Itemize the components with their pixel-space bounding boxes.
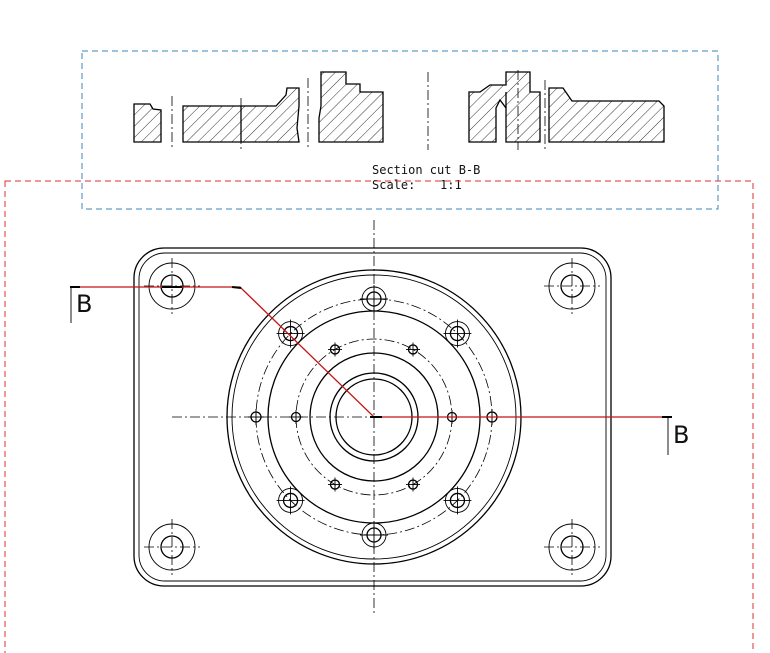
- outer-bolt-hole-counterbored[interactable]: [276, 319, 305, 348]
- outer-bolt-hole[interactable]: [248, 409, 264, 425]
- outer-bolt-hole-counterbored[interactable]: [360, 285, 388, 313]
- section-hatch-right-flange: [548, 87, 665, 143]
- cut-segment-bend-1: [231, 286, 242, 289]
- cutting-plane-b-b[interactable]: B B: [70, 286, 689, 455]
- section-hatch-left-hub: [318, 71, 384, 143]
- outer-bolt-hole-counterbored[interactable]: [443, 319, 472, 348]
- main-view[interactable]: B B: [4, 180, 754, 653]
- cutting-plane-path[interactable]: [70, 286, 668, 418]
- corner-hole-bottom-left[interactable]: [144, 519, 200, 575]
- inner-bolt-hole[interactable]: [328, 477, 342, 492]
- inner-bolt-hole[interactable]: [328, 342, 342, 357]
- outer-bolt-hole-counterbored[interactable]: [276, 486, 305, 515]
- inner-bolt-holes[interactable]: [289, 342, 459, 492]
- section-hatch-left-stub: [133, 103, 162, 143]
- section-title: Section cut B-B: [372, 163, 480, 177]
- section-scale-label: Scale:: [372, 178, 415, 192]
- section-view[interactable]: Section cut B-B Scale: 1:1: [81, 50, 719, 210]
- corner-hole-bottom-right[interactable]: [544, 519, 600, 575]
- outer-bolt-hole-counterbored[interactable]: [360, 521, 388, 549]
- inner-bolt-hole[interactable]: [406, 342, 420, 357]
- section-scale-value: 1:1: [440, 178, 462, 192]
- corner-hole-top-right[interactable]: [544, 258, 600, 314]
- section-hatch-right-hub: [468, 71, 541, 143]
- section-view-frame[interactable]: [81, 50, 719, 210]
- cutting-plane-label-right: B: [673, 421, 689, 449]
- cutting-plane-label-left: B: [76, 290, 92, 318]
- inner-bolt-hole[interactable]: [289, 410, 303, 424]
- outer-bolt-hole-counterbored[interactable]: [443, 486, 472, 515]
- inner-bolt-hole[interactable]: [406, 477, 420, 492]
- main-view-frame[interactable]: [4, 180, 754, 653]
